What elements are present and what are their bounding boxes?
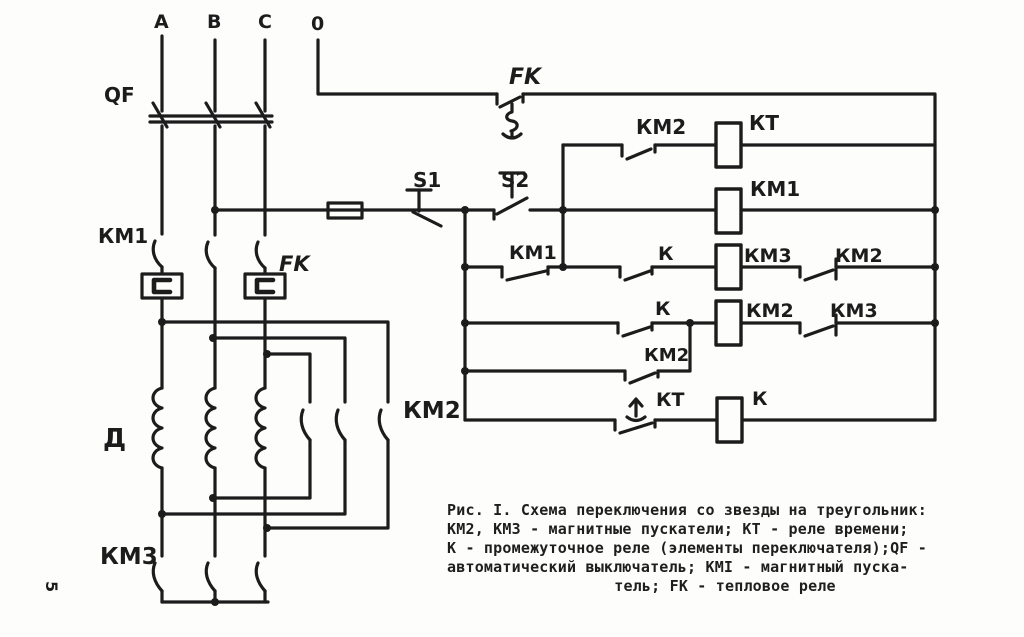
junction-dot (158, 318, 166, 326)
fuse (326, 201, 364, 220)
junction-dot (461, 367, 469, 375)
caption-line-4: автоматический выключатель; КМI - магнит… (447, 558, 909, 576)
junction-dot (211, 206, 219, 214)
motor-winding-b (204, 386, 217, 470)
s2-start-button (492, 171, 529, 221)
junction-dot (931, 263, 939, 271)
junction-dot (686, 319, 694, 327)
junction-dot (158, 510, 166, 518)
qf-label: QF (104, 83, 135, 107)
phase-c-label: С (258, 11, 272, 33)
km2-rung4-label: КМ2 (746, 300, 794, 322)
junction-dot (263, 350, 271, 358)
km3-rung4-label: КМ3 (830, 300, 878, 322)
s1-label: S1 (413, 168, 441, 192)
junction-dot (209, 494, 217, 502)
figure-caption: Рис. I. Схема переключения со звезды на … (447, 501, 1003, 596)
fk-control-label: FK (509, 65, 543, 90)
kt-rung5-label: КТ (656, 389, 685, 411)
km3-coil (714, 243, 743, 291)
wire-neutral-top (316, 38, 937, 422)
kt-coil (714, 121, 743, 169)
control-circuit (213, 38, 937, 435)
junction-dot (559, 263, 567, 271)
junction-dots (158, 206, 939, 606)
fk-heater-c (243, 272, 287, 300)
k-contact-rung4 (616, 321, 654, 338)
phase-a-label: А (154, 11, 169, 33)
km2-rung1-label: КМ2 (636, 115, 686, 139)
junction-dot (211, 598, 219, 606)
km3-contact-c (254, 561, 267, 593)
k-rung5-label: К (752, 388, 768, 410)
km2-delta-branch-mid (160, 336, 347, 516)
km2-aux-contact-rung1 (620, 143, 657, 161)
km2-delta-branch-outer (160, 320, 390, 530)
km2-rung4b-label: КМ2 (644, 345, 689, 366)
km2-contact-outer (377, 408, 390, 442)
motor-winding-a (151, 386, 164, 470)
km2-rung3-label: КМ2 (835, 245, 883, 267)
caption-line-5: тель; FK - тепловое реле (614, 577, 836, 595)
k-rung4-label: К (655, 298, 671, 320)
k-coil (715, 396, 744, 444)
km2-aux-contact-rung4b (623, 369, 660, 385)
rung4b-wire (463, 321, 692, 373)
km3-power-label: КМ3 (100, 544, 158, 570)
junction-dot (461, 206, 469, 214)
km1-rung2-label: КМ1 (750, 177, 800, 201)
fk-heater-a (140, 272, 184, 300)
km1-contact-c (254, 240, 267, 270)
fk-contact (495, 92, 525, 109)
k-contact-rung3 (618, 265, 654, 282)
fk-heater-glyph-c (254, 277, 276, 295)
fk-thermal-symbol (501, 102, 523, 140)
caption-line-1: Рис. I. Схема переключения со звезды на … (447, 501, 927, 519)
km2-contact-inner (299, 408, 312, 442)
s2-label: S2 (501, 168, 529, 192)
km3-nc-contact-rung4 (798, 313, 838, 338)
km3-contact-a (151, 561, 164, 593)
motor-winding-c (254, 386, 267, 470)
km1-contact-a (151, 239, 164, 269)
kt-rung1-label: КТ (749, 111, 779, 135)
junction-dot (209, 334, 217, 342)
page-number: 5 (42, 581, 61, 592)
kt-time-symbol (625, 397, 647, 423)
junction-dot (931, 319, 939, 327)
power-circuit (148, 34, 390, 604)
km1-contact-b (204, 240, 217, 270)
junction-dot (931, 206, 939, 214)
km2-power-label: КМ2 (403, 398, 461, 424)
junction-dot (461, 319, 469, 327)
motor-label: Д (103, 424, 126, 454)
qf-breaker-bar (148, 114, 274, 124)
caption-line-3: К - промежуточное реле (элементы переклю… (447, 539, 927, 557)
km1-power-label: КМ1 (98, 224, 148, 248)
junction-dot (263, 524, 271, 532)
fk-power-label: FK (279, 252, 311, 276)
km3-rung3-label: КМ3 (744, 245, 792, 267)
junction-dot (461, 263, 469, 271)
k-rung3-label: К (658, 243, 674, 265)
phase-0-label: 0 (311, 13, 324, 35)
caption-line-2: КМ2, КМ3 - магнитные пускатели; КТ - рел… (447, 520, 909, 538)
km2-nc-contact-rung3 (798, 257, 838, 282)
kt-time-contact (613, 418, 657, 435)
km1-rung3-label: КМ1 (509, 242, 557, 264)
km2-contact-mid (334, 408, 347, 442)
phase-b-label: В (207, 11, 221, 33)
km1-aux-contact (500, 265, 550, 282)
junction-dot (559, 206, 567, 214)
km3-contact-b (204, 561, 217, 593)
km2-coil (714, 299, 743, 347)
s1-stop-button (405, 188, 443, 228)
km2-delta-branch-inner (211, 352, 312, 500)
coils (714, 121, 744, 444)
fk-heater-glyph-a (151, 277, 173, 295)
km1-coil (714, 187, 743, 235)
